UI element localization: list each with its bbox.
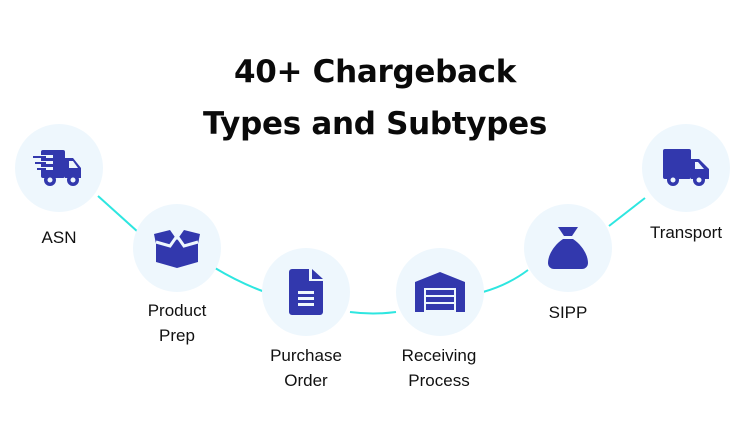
step-asn-circle (15, 124, 103, 212)
step-receiving-process-circle (396, 248, 484, 336)
step-asn-label: ASN (41, 228, 77, 247)
step-purchase-order-label: Purchase Order (270, 346, 342, 390)
step-receiving-process-label: Receiving Process (401, 346, 477, 390)
step-transport-circle (642, 124, 730, 212)
step-purchase-order-circle (262, 248, 350, 336)
fast-truck-icon (33, 150, 81, 186)
step-product-prep-label: Product Prep (147, 301, 207, 345)
truck-icon (663, 149, 709, 186)
step-transport-label: Transport (649, 223, 723, 242)
title-line-2: Types and Subtypes (203, 106, 547, 142)
warehouse-icon (415, 272, 465, 312)
step-product-prep-circle (133, 204, 221, 292)
open-box-icon (154, 230, 200, 268)
step-sipp-label: SIPP (548, 303, 588, 322)
sack-icon (548, 227, 588, 269)
document-icon (289, 269, 323, 315)
step-sipp-circle (524, 204, 612, 292)
title-line-1: 40+ Chargeback (233, 54, 517, 90)
